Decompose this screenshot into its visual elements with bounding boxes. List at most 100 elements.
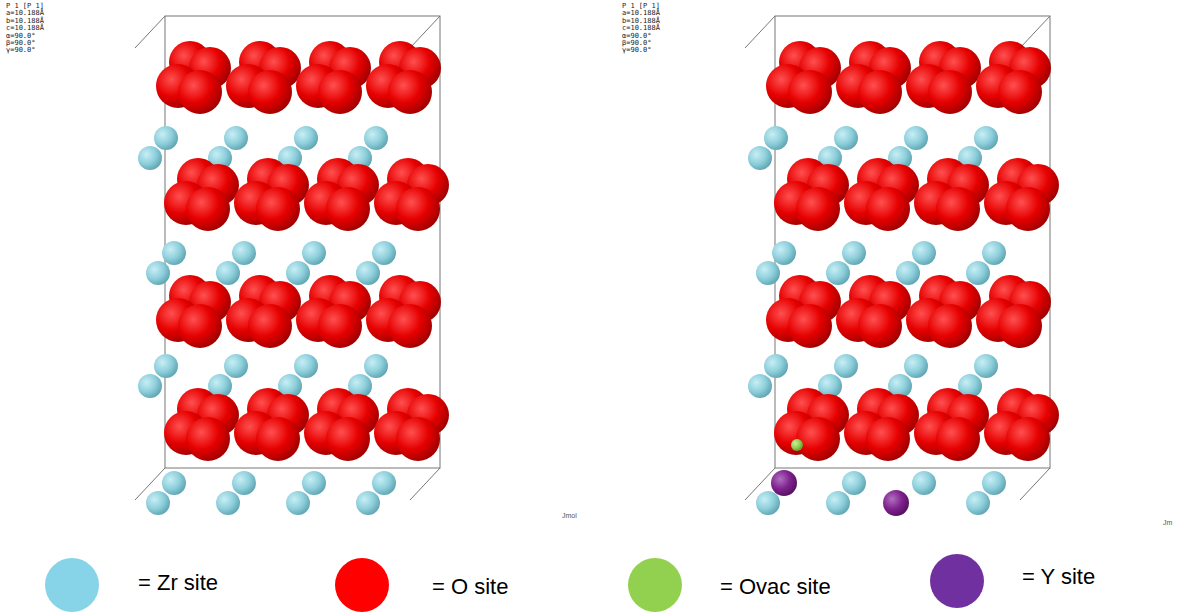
atom-sphere [326,417,370,461]
legend-text: = Y site [1022,564,1095,590]
atom-sphere [982,471,1006,495]
atom-sphere [356,261,380,285]
atom-sphere [966,491,990,515]
atom-sphere [772,241,796,265]
atom-sphere [232,241,256,265]
cell-edge [135,16,165,48]
atom-sphere [294,354,318,378]
legend-swatch [930,554,984,608]
cell-parameter: c=10.188Å [622,25,660,32]
cell-parameter: b=10.188Å [622,18,660,25]
cell-edge [745,16,775,48]
atom-sphere [826,261,850,285]
atom-sphere [216,261,240,285]
cell-edge [410,16,440,48]
atom-sphere [826,491,850,515]
atom-sphere [162,471,186,495]
cell-parameter: α=90.0° [6,33,36,40]
cell-parameter: b=10.188Å [6,18,44,25]
atom-sphere [138,146,162,170]
atom-sphere [178,70,222,114]
atom-sphere [372,241,396,265]
atom-sphere [998,304,1042,348]
legend-text: = Zr site [138,570,218,596]
atom-sphere [186,417,230,461]
cell-edge [1020,468,1050,500]
atom-sphere [224,126,248,150]
atom-sphere [396,417,440,461]
atom-sphere [1006,187,1050,231]
atom-sphere [286,261,310,285]
atom-sphere [256,417,300,461]
atom-sphere [904,126,928,150]
atom-sphere [998,70,1042,114]
atom-sphere [146,491,170,515]
atom-sphere [372,471,396,495]
cell-edge [410,468,440,500]
atom-sphere [936,417,980,461]
cell-parameter: P 1 [P 1] [622,3,660,10]
atom-sphere [388,304,432,348]
atom-sphere [764,126,788,150]
atom-sphere [224,354,248,378]
atom-sphere [904,354,928,378]
atom-sphere [842,471,866,495]
atom-sphere [154,126,178,150]
legend-swatch [335,558,389,612]
atom-sphere [842,241,866,265]
atom-sphere [326,187,370,231]
unit-cell [745,16,1059,516]
legend-swatch [628,558,682,612]
atom-sphere [896,261,920,285]
atom-sphere [966,261,990,285]
atom-sphere [286,491,310,515]
atom-sphere [858,304,902,348]
cell-edge [1020,16,1050,48]
atom-sphere [248,304,292,348]
atom-sphere [364,354,388,378]
atom-sphere [302,471,326,495]
atom-sphere [771,470,797,496]
atom-sphere [256,187,300,231]
legend-swatch [45,558,99,612]
atom-sphere [302,241,326,265]
atom-sphere [788,70,832,114]
atom-sphere [1006,417,1050,461]
atom-sphere [396,187,440,231]
atom-sphere [912,471,936,495]
cell-parameter: β=90.0° [6,40,36,47]
atom-sphere [834,354,858,378]
legend-text: = O site [432,574,508,600]
atom-sphere [883,490,909,516]
unit-cell [135,16,449,515]
atom-sphere [974,354,998,378]
atom-sphere [756,491,780,515]
atom-sphere [138,374,162,398]
atom-sphere [294,126,318,150]
atom-sphere [928,304,972,348]
watermark: Jm [1163,519,1172,526]
atom-sphere [162,241,186,265]
atom-sphere [154,354,178,378]
atom-sphere [186,187,230,231]
cell-parameter: γ=90.0° [622,47,652,54]
cell-edge [775,16,1050,468]
atom-sphere [796,187,840,231]
atom-sphere [834,126,858,150]
atom-sphere [912,241,936,265]
cell-parameter: β=90.0° [622,40,652,47]
atom-sphere [318,304,362,348]
atom-sphere [796,417,840,461]
atom-sphere [858,70,902,114]
atom-sphere [788,304,832,348]
atom-sphere [748,146,772,170]
cell-parameter: a=10.188Å [622,10,660,17]
atom-sphere [388,70,432,114]
watermark: Jmol [562,512,577,519]
atom-sphere [866,417,910,461]
atom-sphere [356,491,380,515]
atom-sphere [178,304,222,348]
atom-sphere [318,70,362,114]
cell-parameter: a=10.188Å [6,10,44,17]
